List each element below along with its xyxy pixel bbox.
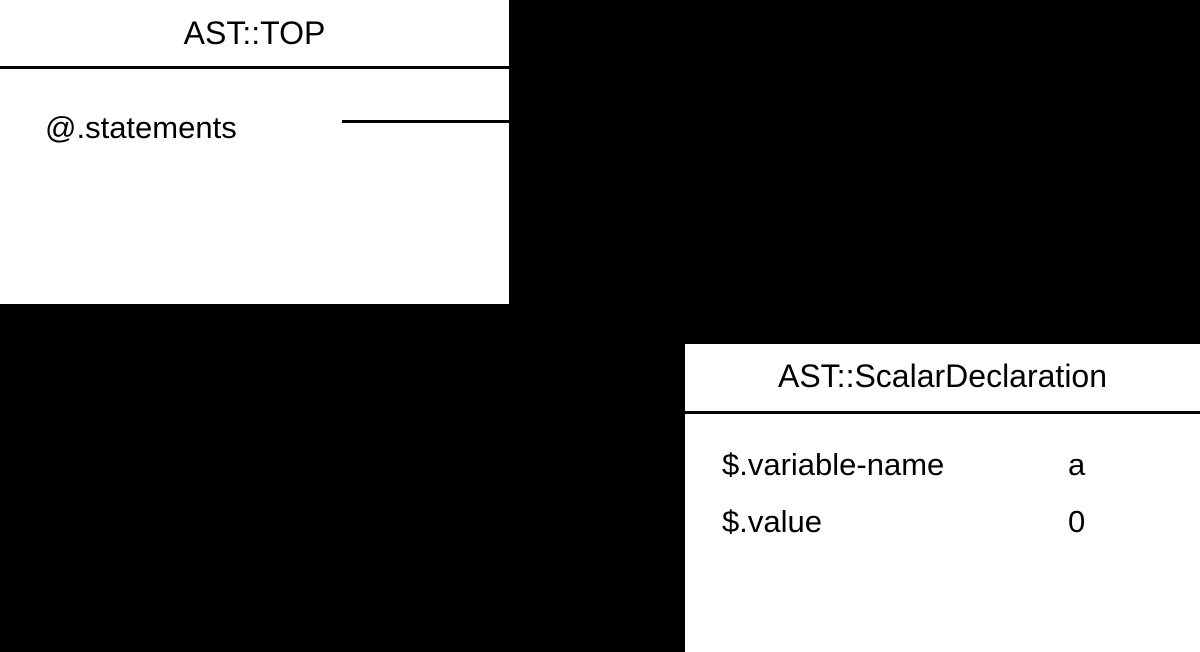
field-key-variable-name: $.variable-name: [722, 446, 945, 482]
node-ast-scalar-declaration-body: $.variable-name a $.value 0: [685, 414, 1200, 652]
node-ast-scalar-declaration-divider: [685, 411, 1200, 414]
node-ast-top-title: AST::TOP: [183, 15, 326, 51]
edge-statements-connector: [342, 120, 512, 123]
field-key-statements: @.statements: [45, 110, 237, 145]
field-row: @.statements: [45, 103, 237, 153]
node-ast-top-divider: [0, 66, 509, 69]
node-ast-scalar-declaration-title: AST::ScalarDeclaration: [777, 358, 1108, 394]
field-value-value: 0: [1068, 503, 1086, 539]
node-ast-top-body: @.statements: [0, 69, 509, 304]
node-ast-top[interactable]: AST::TOP @.statements: [0, 0, 512, 307]
field-value-variable-name: a: [1068, 446, 1086, 482]
field-key-value: $.value: [722, 503, 822, 539]
table-row: $.value 0: [685, 493, 1200, 550]
table-row: $.variable-name a: [685, 436, 1200, 493]
node-ast-scalar-declaration[interactable]: AST::ScalarDeclaration $.variable-name a…: [682, 341, 1200, 652]
